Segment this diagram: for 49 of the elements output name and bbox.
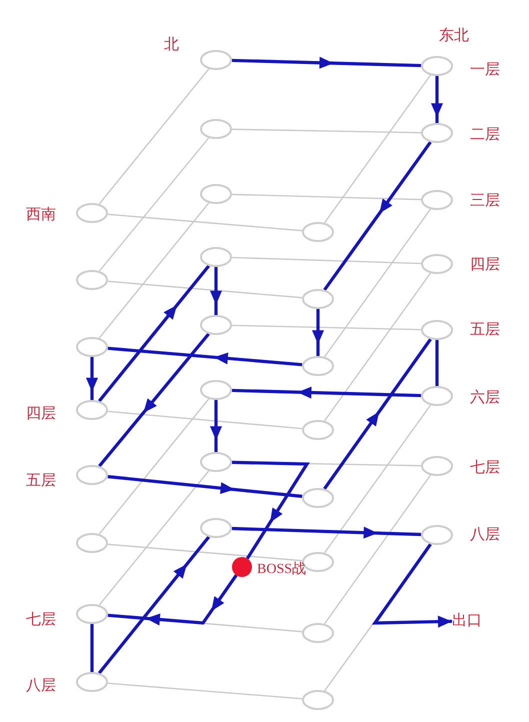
floor-label: 四层 (470, 256, 500, 274)
waypoint-ellipse (421, 56, 453, 76)
waypoint-ellipse (421, 254, 453, 274)
waypoint-ellipse (76, 400, 108, 420)
waypoint-ellipse (421, 525, 453, 545)
waypoint-ellipse (302, 420, 334, 440)
marker-caption: BOSS战 (257, 561, 306, 579)
waypoint-ellipse (76, 465, 108, 485)
waypoint-ellipse (421, 123, 453, 143)
marker-dot (232, 557, 252, 577)
floor-label: 五层 (26, 472, 56, 490)
waypoint-ellipse (302, 690, 334, 710)
waypoint-ellipse (421, 190, 453, 210)
waypoint-ellipse (76, 203, 108, 223)
waypoint-ellipse (200, 518, 232, 538)
direction-label: 西南 (26, 206, 56, 224)
waypoint-ellipse (76, 533, 108, 553)
waypoint-ellipse (421, 386, 453, 406)
exit-label: 出口 (452, 612, 482, 630)
floor-label: 三层 (470, 192, 500, 210)
waypoint-ellipse (200, 247, 232, 267)
floor-label: 七层 (470, 459, 500, 477)
floor-label: 一层 (470, 61, 500, 79)
floor-label: 五层 (470, 321, 500, 339)
waypoint-ellipse (421, 320, 453, 340)
floor-label: 七层 (26, 611, 56, 629)
floor-label: 四层 (26, 405, 56, 423)
waypoint-ellipse (302, 623, 334, 643)
waypoint-ellipse (200, 50, 232, 70)
waypoint-ellipse (302, 289, 334, 309)
waypoint-ellipse (200, 380, 232, 400)
floor-label: 六层 (470, 389, 500, 407)
waypoint-ellipse (76, 672, 108, 692)
floor-label: 八层 (470, 526, 500, 544)
waypoint-ellipse (76, 604, 108, 624)
direction-label: 北 (164, 36, 179, 54)
waypoint-ellipse (302, 356, 334, 376)
waypoint-ellipse (76, 270, 108, 290)
waypoint-ellipse (200, 315, 232, 335)
waypoint-ellipse (200, 184, 232, 204)
waypoint-ellipse (421, 456, 453, 476)
waypoint-ellipse (200, 119, 232, 139)
waypoint-ellipse (302, 222, 334, 242)
floor-label: 八层 (26, 677, 56, 695)
direction-label: 东北 (439, 27, 469, 45)
waypoint-ellipse (302, 488, 334, 508)
waypoint-ellipse (200, 452, 232, 472)
floor-label: 二层 (470, 126, 500, 144)
waypoint-ellipse (76, 337, 108, 357)
